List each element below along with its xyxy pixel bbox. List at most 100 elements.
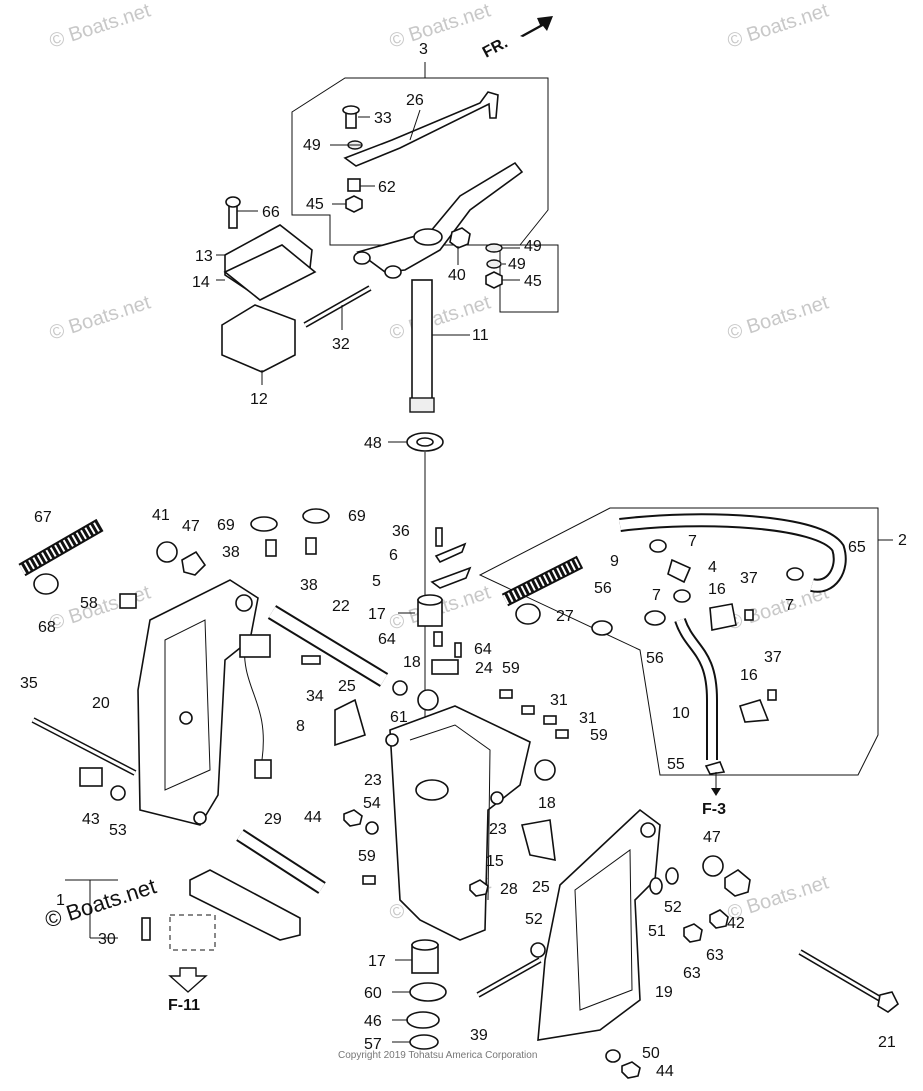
part-52-collar [530,942,546,958]
callout-1: 1 [56,892,65,909]
part-61-washer [392,680,408,696]
part-28-nut [469,879,489,897]
part-6-plate [434,542,467,564]
part-66-bolt-head [225,196,241,208]
callout-48: 48 [364,435,382,452]
callout-6: 6 [389,547,398,564]
callout-26: 26 [406,92,424,109]
front-direction-arrow: FR. [480,16,553,62]
part-63-nut [709,909,729,929]
ref-label-f3: F-3 [702,801,726,818]
callout-4: 4 [708,559,717,576]
part-38-fitting [265,539,277,557]
callout-46: 46 [364,1013,382,1030]
callout-47: 47 [703,829,721,846]
part-55-clip [704,761,726,775]
part-49-washer [486,259,502,269]
part-36-bolt [435,527,443,547]
callout-5: 5 [372,573,381,590]
part-4-elbow [667,558,692,584]
part-5-plate [430,566,472,589]
callout-49: 49 [524,238,542,255]
callout-57: 57 [364,1036,382,1053]
callout-38: 38 [222,544,240,561]
part-18-bushing [534,759,556,781]
callout-32: 32 [332,336,350,353]
part-15-swivel-bracket [389,705,531,941]
callout-34: 34 [306,688,324,705]
copyright-text: Copyright 2019 Tohatsu America Corporati… [338,1050,537,1061]
callout-layer: 1 2 3 4 5 6 7 7 7 8 9 10 11 12 13 14 15 … [20,41,907,1080]
part-33-bolt-head [342,105,360,115]
callout-17: 17 [368,953,386,970]
part-54-washer [365,821,379,835]
callout-16: 16 [740,667,758,684]
callout-27: 27 [556,608,574,625]
part-11-boss-left [353,251,371,265]
part-56-clamp [644,610,666,626]
callout-59: 59 [358,848,376,865]
callout-56: 56 [594,580,612,597]
ref-label-f11: F-11 [168,997,200,1014]
callout-12: 12 [250,391,268,408]
part-64-pin [433,631,443,647]
part-11-boss-right [384,265,402,279]
part-59-screw [499,689,513,699]
part-19-stern-bracket-right [537,808,661,1041]
part-44-nut [343,809,363,827]
callout-7: 7 [652,587,661,604]
part-44-nut [621,1061,641,1079]
callout-67: 67 [34,509,52,526]
part-24-sensor [431,659,459,675]
callout-15: 15 [486,853,504,870]
part-1-clamp-plate [189,869,301,941]
callout-37: 37 [764,649,782,666]
part-8-switch [239,634,271,658]
callout-69: 69 [217,517,235,534]
part-7-clip [649,539,667,553]
part-50-washer [605,1049,621,1063]
callout-59: 59 [502,660,520,677]
part-69-clamp [302,508,330,524]
callout-31: 31 [579,710,597,727]
part-25-bracket [334,698,366,747]
part-27-grommet [515,603,541,625]
callout-63: 63 [683,965,701,982]
part-31-screw [543,715,557,725]
callout-47: 47 [182,518,200,535]
part-11-hub [413,228,443,246]
callout-49: 49 [303,137,321,154]
callout-14: 14 [192,274,210,291]
callout-8: 8 [296,718,305,735]
part-41-nut [156,541,178,563]
part-20-stern-bracket-left [137,579,259,826]
part-7-clip [673,589,691,603]
callout-11: 11 [472,327,489,344]
callout-36: 36 [392,523,410,540]
part-62-collar [347,178,361,192]
part-23-bolt [490,791,504,805]
part-51-collar [649,877,663,895]
part-46-washer [406,1011,440,1029]
part-12-block [221,304,296,373]
part-25-bracket [521,819,556,862]
part-34-screw [301,655,321,665]
part-69-clamp [250,516,278,532]
callout-25: 25 [338,678,356,695]
part-49-washer [485,243,503,253]
callout-39: 39 [470,1027,488,1044]
watermark: © Boats.net [47,0,154,53]
callout-31: 31 [550,692,568,709]
part-45-nut [345,195,363,213]
reference-f3: F-3 [702,772,726,818]
watermark: © Boats.net [725,291,832,344]
part-26-lever [343,91,499,167]
callout-64: 64 [378,631,396,648]
callout-60: 60 [364,985,382,1002]
callout-3: 3 [419,41,428,58]
callout-33: 33 [374,110,392,127]
part-52-collar [665,867,679,885]
part-16-holder [709,603,737,631]
watermark: © Boats.net [47,291,154,344]
